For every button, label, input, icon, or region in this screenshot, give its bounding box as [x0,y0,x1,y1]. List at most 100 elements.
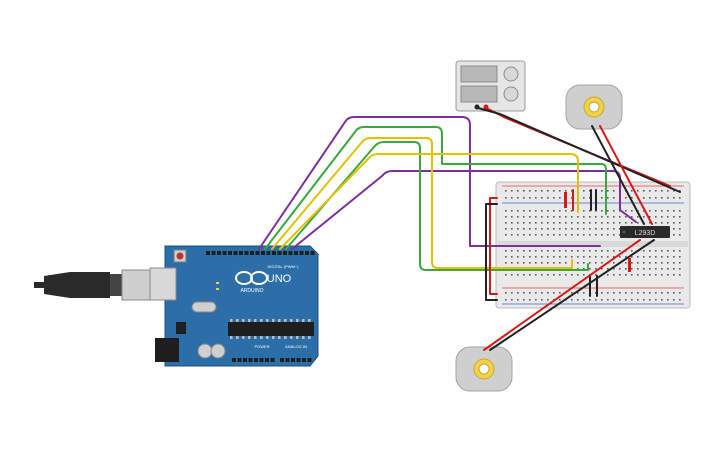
breadboard-hole [511,190,513,192]
dc-motor-top[interactable] [565,84,623,130]
breadboard-hole [589,222,591,224]
breadboard-hole [553,222,555,224]
breadboard-hole [607,197,609,199]
breadboard-hole [619,222,621,224]
wire-black[interactable] [591,125,645,225]
header-pin [254,358,258,362]
breadboard-hole [637,216,639,218]
breadboard-hole [649,292,651,294]
wire-green[interactable] [285,141,589,271]
dc-motor-bottom[interactable] [455,346,513,392]
breadboard-hole [589,234,591,236]
breadboard-hole [661,197,663,199]
breadboard-hole [655,274,657,276]
breadboard-hole [595,216,597,218]
breadboard-hole [529,210,531,212]
power-pin-header[interactable] [232,358,275,362]
wires[interactable] [258,107,681,351]
header-pin [243,358,247,362]
header-pin [261,251,265,255]
breadboard-hole [517,222,519,224]
wire-yellow[interactable] [279,153,579,250]
breadboard-hole [679,234,681,236]
breadboard-hole [619,274,621,276]
wire-purple[interactable] [258,116,601,250]
breadboard-hole [511,274,513,276]
breadboard-hole [643,292,645,294]
wire-purple[interactable] [291,170,637,250]
breadboard-hole [601,197,603,199]
breadboard-hole [595,292,597,294]
chip-pin [308,336,311,339]
breadboard-hole [601,256,603,258]
power-supply[interactable] [455,60,526,112]
breadboard-hole [637,292,639,294]
header-pin [222,251,227,255]
breadboard-hole [577,274,579,276]
breadboard-hole [547,274,549,276]
breadboard-hole [571,274,573,276]
l293d-chip[interactable]: L293D [620,226,670,238]
wire-red[interactable] [489,197,498,295]
voltage-regulator [176,322,186,334]
breadboard-hole [547,210,549,212]
wire-red[interactable] [483,239,641,351]
breadboard-hole [583,216,585,218]
breadboard-hole [517,197,519,199]
digital-pin-header[interactable] [206,251,315,255]
breadboard-hole [523,299,525,301]
supply-current-knob[interactable] [503,86,519,102]
breadboard-hole [643,262,645,264]
wire-yellow[interactable] [271,137,573,269]
breadboard-hole [625,216,627,218]
wire-black[interactable] [489,239,655,351]
breadboard-hole [511,210,513,212]
breadboard-hole [529,222,531,224]
chip-pin [284,319,287,322]
breadboard-hole [637,190,639,192]
breadboard-hole [649,250,651,252]
reset-button[interactable] [176,252,184,260]
header-pin [283,251,287,255]
breadboard-hole [649,190,651,192]
breadboard-hole [535,228,537,230]
breadboard-hole [673,274,675,276]
breadboard-hole [607,299,609,301]
wire-black[interactable] [485,203,498,301]
chip-pin [230,319,233,322]
capacitor [197,343,213,359]
breadboard-hole [517,250,519,252]
breadboard-hole [553,228,555,230]
analog-pin-header[interactable] [280,358,312,362]
supply-voltage-knob[interactable] [503,66,519,82]
breadboard-hole [655,292,657,294]
breadboard-hole [655,210,657,212]
breadboard-hole [679,250,681,252]
usb-cable-icon[interactable] [34,269,167,301]
breadboard-hole [625,274,627,276]
breadboard-hole [655,197,657,199]
breadboard-hole [589,262,591,264]
chip-pin [272,336,275,339]
breadboard-hole [631,222,633,224]
breadboard-hole [577,299,579,301]
breadboard-hole [553,234,555,236]
breadboard-hole [547,292,549,294]
breadboard-hole [595,274,597,276]
wire-red[interactable] [599,125,653,225]
wire-black[interactable] [477,107,681,193]
breadboard-hole [637,268,639,270]
breadboard-hole [523,197,525,199]
breadboard-hole [655,299,657,301]
breadboard-hole [541,222,543,224]
breadboard-hole [517,210,519,212]
breadboard-hole [559,234,561,236]
wire-green[interactable] [264,126,607,250]
breadboard-hole [601,250,603,252]
breadboard-hole [559,210,561,212]
breadboard-hole [505,190,507,192]
breadboard-hole [571,292,573,294]
breadboard-hole [523,262,525,264]
arduino-uno-board[interactable]: ARDUINO UNO DIGITAL (PWM~) POWER ANALOG … [34,245,319,367]
